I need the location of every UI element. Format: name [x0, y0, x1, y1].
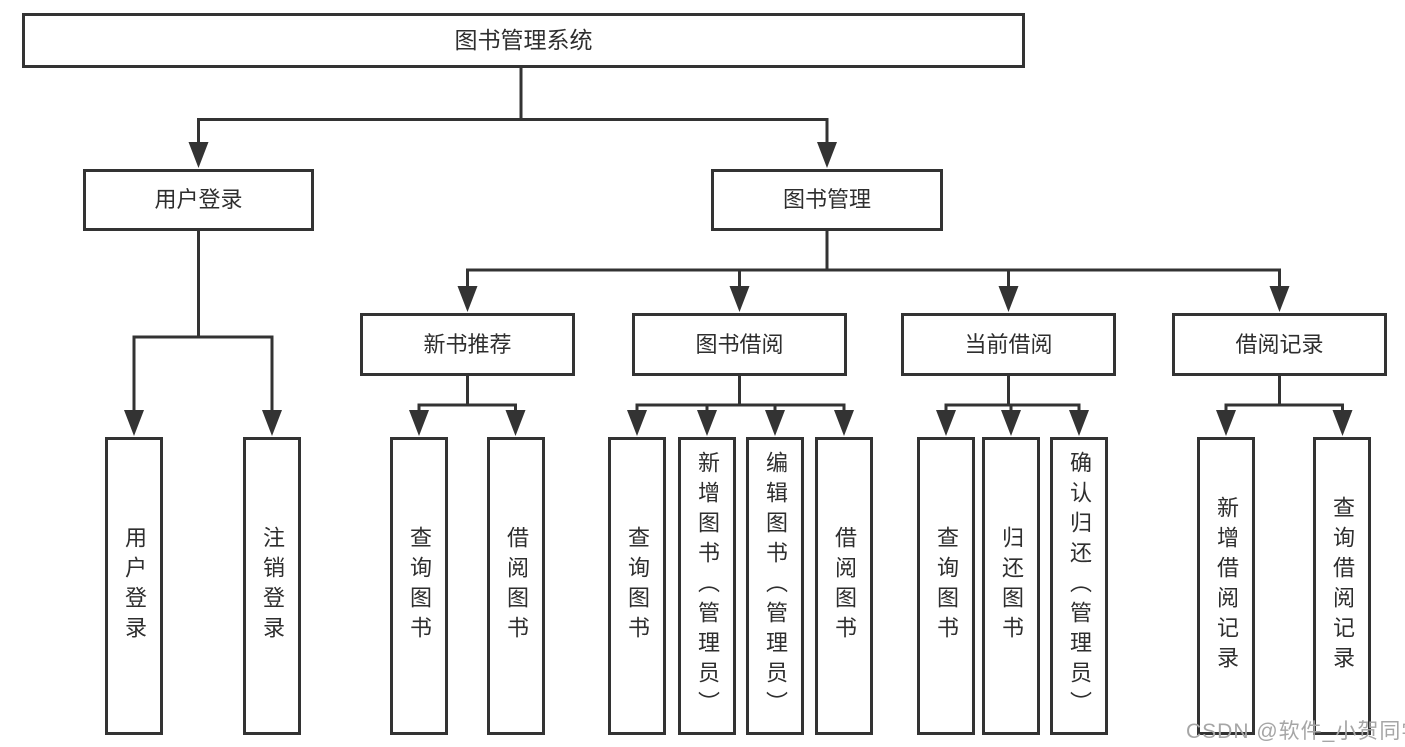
leaf-recommend-query-book: 查询图书: [390, 437, 448, 735]
leaf-add-borrow-record: 新增借阅记录: [1197, 437, 1255, 735]
connector-segments: [132, 68, 1344, 414]
leaf-user-login: 用户登录: [105, 437, 163, 735]
node-new-book-recommend: 新书推荐: [360, 313, 575, 376]
connector-arrowheads: [124, 142, 1353, 436]
leaf-query-borrow-record: 查询借阅记录: [1313, 437, 1371, 735]
leaf-recommend-borrow-book: 借阅图书: [487, 437, 545, 735]
leaf-current-query-book: 查询图书: [917, 437, 975, 735]
node-book-management: 图书管理: [711, 169, 943, 231]
leaf-logout: 注销登录: [243, 437, 301, 735]
node-current-borrow: 当前借阅: [901, 313, 1116, 376]
watermark: CSDN @软件_小贺同学: [1186, 720, 1405, 743]
leaf-confirm-return-admin: 确认归还（管理员）: [1050, 437, 1108, 735]
leaf-borrow-book: 借阅图书: [815, 437, 873, 735]
node-library-system-root: 图书管理系统: [22, 13, 1025, 68]
leaf-add-book-admin: 新增图书（管理员）: [678, 437, 736, 735]
leaf-edit-book-admin: 编辑图书（管理员）: [746, 437, 804, 735]
node-borrow-record: 借阅记录: [1172, 313, 1387, 376]
node-book-borrow: 图书借阅: [632, 313, 847, 376]
leaf-return-book: 归还图书: [982, 437, 1040, 735]
leaf-borrow-query-book: 查询图书: [608, 437, 666, 735]
node-user-login: 用户登录: [83, 169, 314, 231]
